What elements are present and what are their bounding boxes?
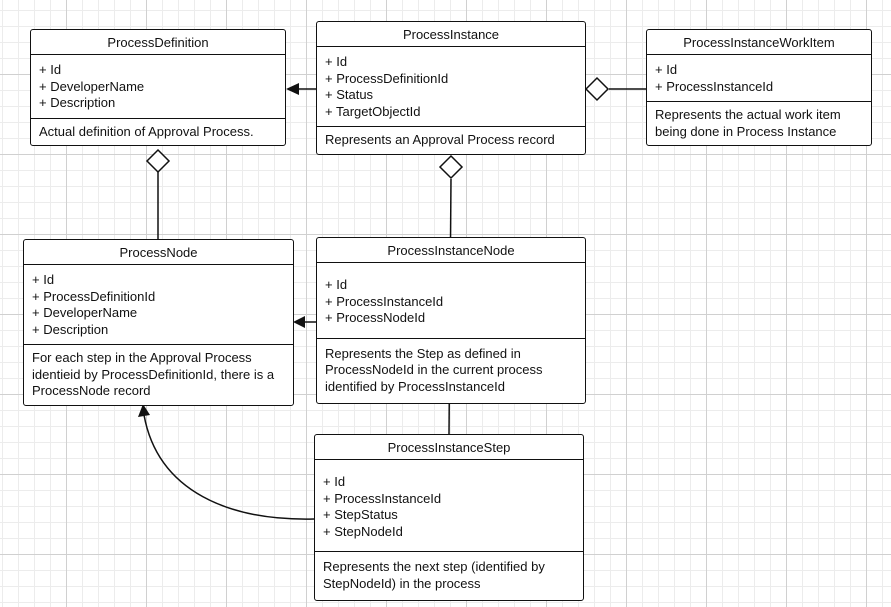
attribute: + Description <box>39 95 116 110</box>
class-name: ProcessInstanceWorkItem <box>647 30 871 55</box>
attribute: + ProcessDefinitionId <box>32 288 156 304</box>
attribute-list: + Id + ProcessDefinitionId + DeveloperNa… <box>24 265 293 345</box>
class-description: Actual definition of Approval Process. <box>39 123 254 139</box>
class-description: For each step in the Approval Process id… <box>32 350 275 398</box>
class-process-instance-node[interactable]: ProcessInstanceNode + Id + ProcessInstan… <box>316 237 586 404</box>
class-process-instance-step[interactable]: ProcessInstanceStep + Id + ProcessInstan… <box>314 434 584 601</box>
class-process-instance-work-item[interactable]: ProcessInstanceWorkItem + Id + ProcessIn… <box>646 29 872 146</box>
attribute: + Id <box>32 272 55 287</box>
node-aggregation-diamond <box>145 148 171 174</box>
attribute: + Id <box>655 62 678 77</box>
attribute: + DeveloperName <box>39 78 145 94</box>
attribute: + ProcessInstanceId <box>655 78 774 94</box>
attribute-list: + Id + DeveloperName + Description <box>31 55 285 119</box>
attribute: + Status <box>325 87 374 102</box>
class-name: ProcessInstanceStep <box>315 435 583 460</box>
instance-to-definition-arrowhead <box>286 83 299 95</box>
class-process-instance[interactable]: ProcessInstance + Id + ProcessDefinition… <box>316 21 586 155</box>
step-aggregation-diamond <box>438 154 464 180</box>
attribute: + StepNodeId <box>323 523 403 539</box>
class-name: ProcessInstance <box>317 22 585 47</box>
attribute: + ProcessNodeId <box>325 310 426 325</box>
class-process-definition[interactable]: ProcessDefinition + Id + DeveloperName +… <box>30 29 286 146</box>
attribute-list: + Id + ProcessDefinitionId + Status + Ta… <box>317 47 585 127</box>
class-process-node[interactable]: ProcessNode + Id + ProcessDefinitionId +… <box>23 239 294 406</box>
class-description: Represents the Step as defined in Proces… <box>325 345 543 394</box>
attribute: + Id <box>323 474 346 489</box>
step-to-node-curve <box>143 414 315 520</box>
attribute: + ProcessDefinitionId <box>325 70 449 86</box>
attribute-list: + Id + ProcessInstanceId + ProcessNodeId <box>317 263 585 339</box>
class-description: Represents the actual work item being do… <box>655 107 841 139</box>
attribute: + Description <box>32 321 109 337</box>
class-name: ProcessInstanceNode <box>317 238 585 263</box>
attribute: + ProcessInstanceId <box>323 490 442 506</box>
attribute-list: + Id + ProcessInstanceId + StepStatus + … <box>315 460 583 552</box>
attribute: + Id <box>325 54 348 69</box>
attribute-list: + Id + ProcessInstanceId <box>647 55 871 102</box>
workitem-aggregation-diamond <box>584 76 610 102</box>
attribute: + Id <box>325 277 348 292</box>
step-to-node-arrowhead <box>138 404 150 417</box>
attribute: + StepStatus <box>323 507 398 522</box>
instancenode-to-node-arrowhead <box>293 316 305 328</box>
attribute: + DeveloperName <box>32 305 138 320</box>
class-name: ProcessNode <box>24 240 293 265</box>
class-description: Represents an Approval Process record <box>325 132 555 147</box>
class-description: Represents the next step (identified by … <box>323 559 545 591</box>
class-name: ProcessDefinition <box>31 30 285 55</box>
attribute: + ProcessInstanceId <box>325 293 444 309</box>
attribute: + Id <box>39 62 62 77</box>
attribute: + TargetObjectId <box>325 103 421 119</box>
